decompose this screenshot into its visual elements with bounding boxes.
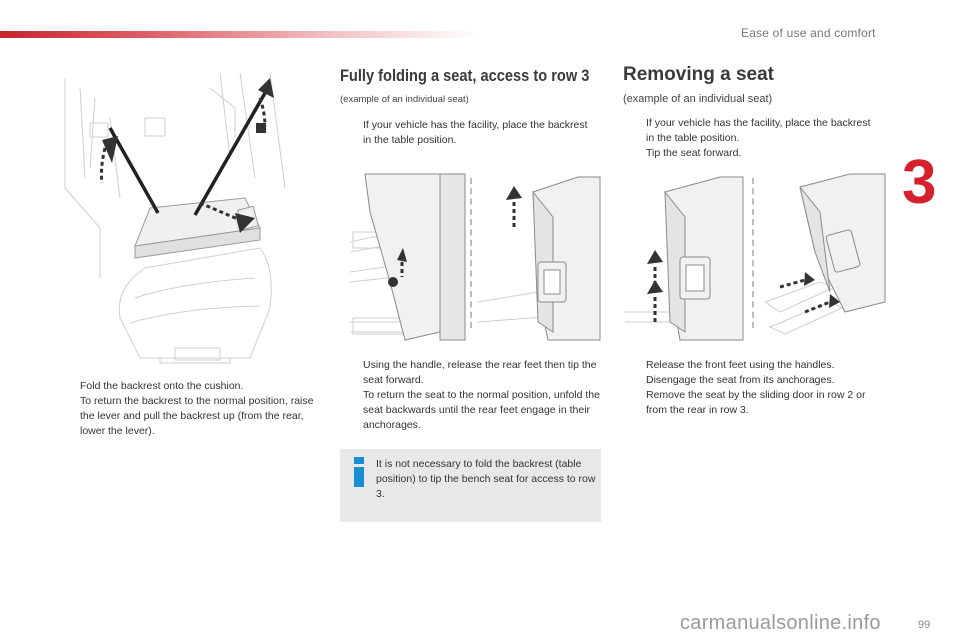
list-item: Release the front feet using the handles… xyxy=(646,359,835,371)
list-item: If your vehicle has the facility, place … xyxy=(363,119,588,146)
section-subtitle: (example of an individual seat) xyxy=(623,93,773,105)
list-item: To return the backrest to the normal pos… xyxy=(80,395,314,437)
front-feet-release-illustration xyxy=(625,176,744,341)
middle-steps-list: Using the handle, release the rear feet … xyxy=(340,358,605,433)
seat-tip-forward-illustration xyxy=(478,176,601,341)
list-item: To return the seat to the normal positio… xyxy=(363,389,600,431)
section-title: Ease of use and comfort xyxy=(741,26,876,40)
list-item: Fold the backrest onto the cushion. xyxy=(80,380,244,392)
figure-divider xyxy=(752,178,754,328)
list-item: If your vehicle has the facility, place … xyxy=(646,117,871,144)
list-item: Using the handle, release the rear feet … xyxy=(363,359,597,386)
info-note: It is not necessary to fold the backrest… xyxy=(340,449,601,522)
left-steps-list: Fold the backrest onto the cushion. To r… xyxy=(57,379,322,439)
figure-divider xyxy=(470,178,472,328)
info-note-text: It is not necessary to fold the backrest… xyxy=(376,458,596,500)
right-steps-list: Release the front feet using the handles… xyxy=(623,358,883,418)
section-subtitle: (example of an individual seat) xyxy=(340,94,469,105)
middle-intro-steps: If your vehicle has the facility, place … xyxy=(340,118,590,148)
seat-disengage-illustration xyxy=(763,173,886,335)
list-item: Remove the seat by the sliding door in r… xyxy=(646,389,866,416)
section-heading-fold: Fully folding a seat, access to row 3 xyxy=(340,66,590,85)
section-heading-remove: Removing a seat xyxy=(623,64,774,85)
header-accent-bar xyxy=(0,31,480,38)
page-number: 99 xyxy=(918,619,931,631)
right-intro-steps: If your vehicle has the facility, place … xyxy=(623,116,873,161)
list-item: Disengage the seat from its anchorages. xyxy=(646,374,835,386)
watermark: carmanualsonline.info xyxy=(680,612,881,634)
chapter-number: 3 xyxy=(902,148,937,217)
list-item: Tip the seat forward. xyxy=(646,147,742,159)
rear-feet-release-illustration xyxy=(349,173,466,341)
info-icon xyxy=(354,457,364,487)
backrest-fold-illustration xyxy=(64,72,286,364)
